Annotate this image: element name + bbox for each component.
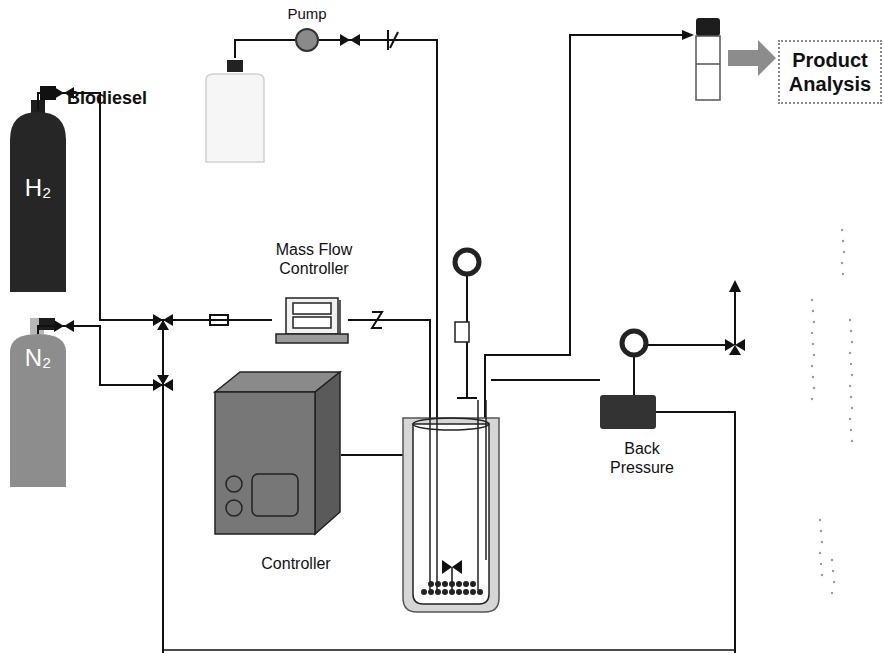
gas-cylinder: N₂ — [10, 334, 66, 487]
pipe-connector — [235, 40, 295, 58]
mass-flow-controller-device — [276, 298, 348, 343]
pipe-connector — [38, 93, 272, 320]
bottom-pipe — [163, 649, 735, 651]
pressure-gauge — [622, 331, 646, 355]
node-label: Biodiesel — [67, 88, 147, 110]
h2-cylinder — [10, 86, 66, 292]
valves — [54, 34, 745, 391]
thermocouple — [455, 322, 469, 342]
vent-arrowhead — [729, 280, 741, 292]
gas-inlet-pipe — [348, 320, 430, 430]
pump-symbol — [296, 29, 318, 51]
vent-pipe — [162, 385, 164, 653]
back-pressure-pipe — [492, 290, 735, 653]
pressure-gauge — [455, 250, 479, 274]
sample-vial — [696, 18, 720, 100]
controller-wire — [341, 454, 405, 456]
controller-node: Controller — [213, 370, 341, 535]
mass-flow-controller: Mass Flow Controller — [272, 298, 348, 342]
node-label: N₂ — [25, 344, 52, 373]
reactor — [403, 400, 499, 612]
back-pressure-regulator — [600, 395, 656, 429]
node-label: Controller — [261, 554, 330, 573]
node-label: Back Pressure — [597, 439, 687, 477]
controller-unit — [215, 372, 340, 534]
n2-cylinder — [10, 318, 66, 487]
node-label: Product Analysis — [782, 48, 878, 96]
pipe-connector — [38, 320, 272, 385]
node-label: Pump — [287, 5, 326, 23]
node-label: H₂ — [25, 174, 52, 203]
bottle-node: Biodiesel — [200, 58, 270, 166]
outlet-pipe — [485, 35, 684, 430]
gas-cylinder: H₂ — [10, 110, 66, 292]
node-label: Mass Flow Controller — [259, 240, 369, 278]
dotted-guide — [811, 229, 853, 594]
analysis-box: Product Analysis — [778, 40, 882, 104]
pump-node: Pump — [295, 28, 319, 52]
back-pressure-node: Back Pressure — [600, 395, 656, 429]
biodiesel-bottle — [206, 60, 264, 162]
analysis-arrow — [728, 40, 776, 76]
outlet-arrowhead — [682, 30, 694, 40]
